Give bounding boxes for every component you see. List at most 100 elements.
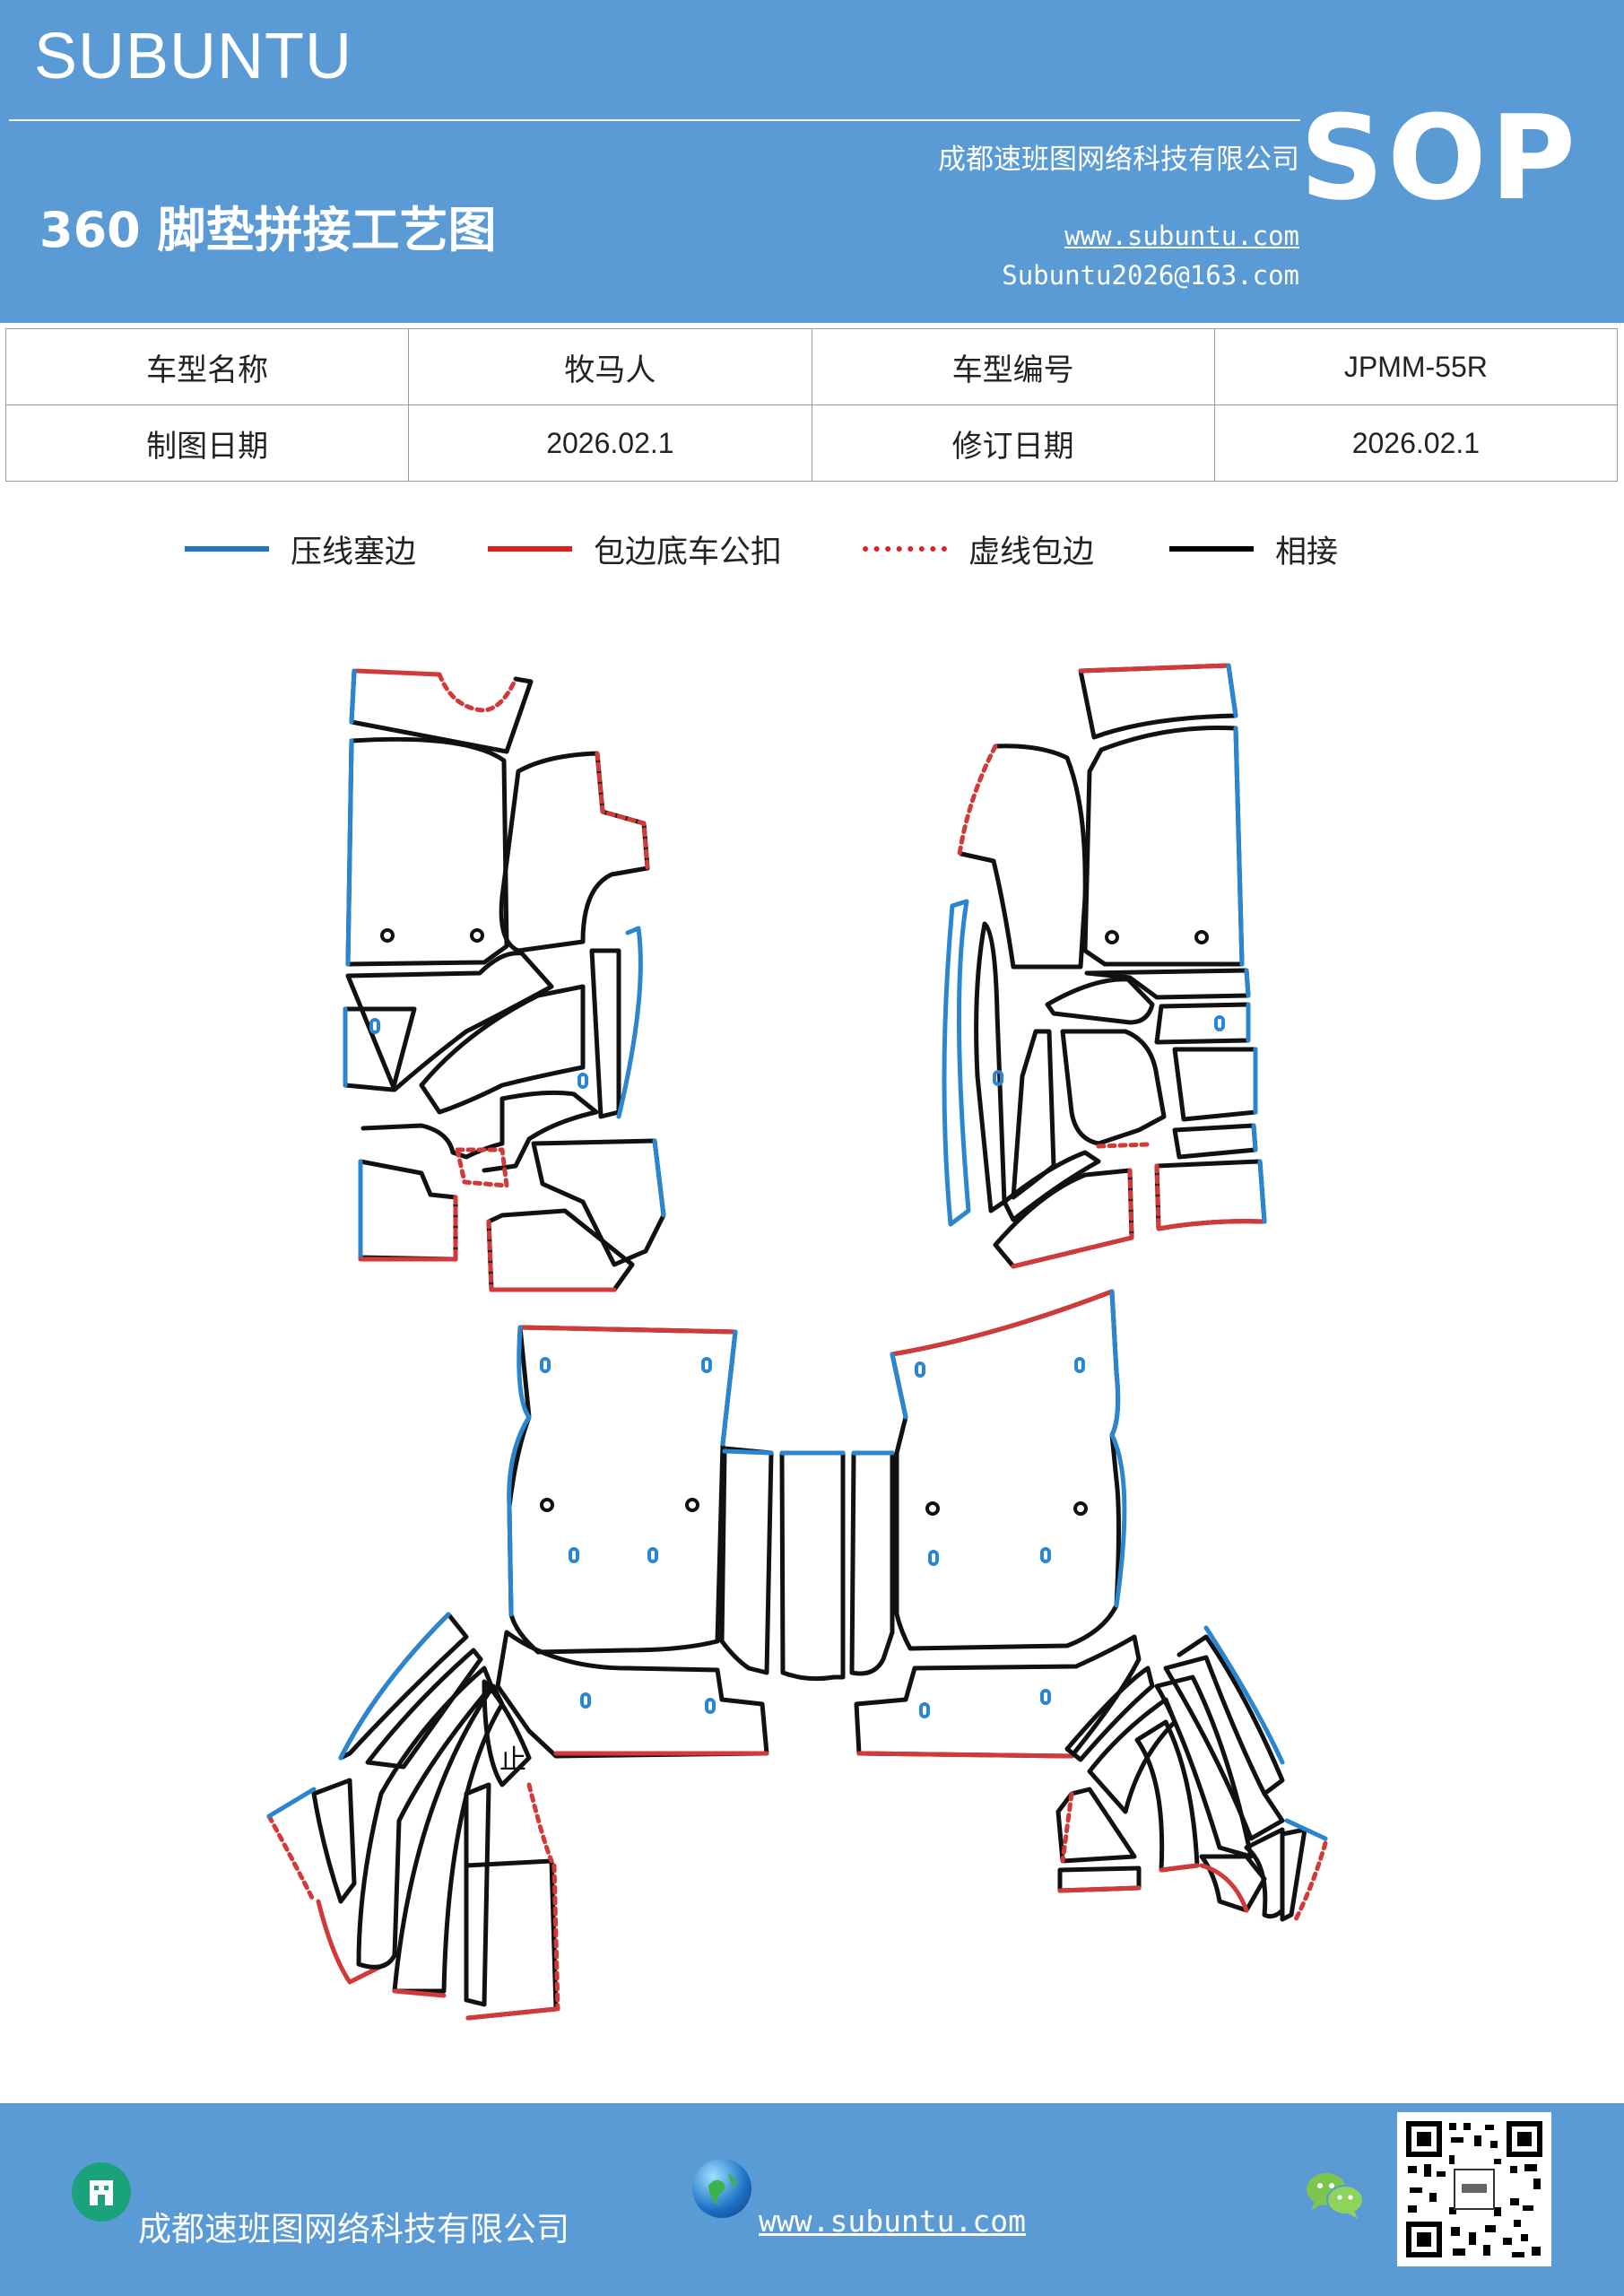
model-code-label: 车型编号 bbox=[811, 328, 1215, 405]
mat-slot bbox=[1040, 1547, 1051, 1563]
mat-edge-press bbox=[1203, 1625, 1285, 1765]
mat-piece bbox=[719, 1446, 774, 1675]
footer-website-link[interactable]: www.subuntu.com bbox=[759, 2204, 1027, 2239]
mat-edge-wrap bbox=[1156, 1219, 1267, 1231]
front-right-mat-group bbox=[942, 663, 1267, 1269]
mat-piece bbox=[849, 1450, 895, 1676]
mat-edge-wrap bbox=[465, 2006, 559, 2021]
mat-piece bbox=[345, 736, 509, 967]
piece-mark: 止 bbox=[499, 1744, 526, 1776]
mat-piece bbox=[1163, 1655, 1285, 1841]
globe-icon bbox=[692, 2159, 751, 2218]
mat-slot bbox=[993, 1070, 1003, 1086]
mat-piece bbox=[779, 1450, 846, 1682]
legend-label: 包边底车公扣 bbox=[594, 534, 783, 570]
building-icon bbox=[72, 2162, 131, 2222]
center-strip-group bbox=[719, 1446, 895, 1682]
mat-edge-dotted bbox=[1154, 1163, 1161, 1231]
mat-slot bbox=[928, 1550, 939, 1566]
mat-edge-dotted bbox=[1096, 1142, 1151, 1149]
legend-item-press: 压线塞边 bbox=[185, 522, 416, 576]
mat-edge-press bbox=[720, 1329, 738, 1447]
mat-piece bbox=[1134, 1719, 1200, 1873]
mat-edge-press bbox=[349, 668, 357, 725]
mat-piece bbox=[464, 1858, 559, 2021]
website-link[interactable]: www.subuntu.com bbox=[1064, 221, 1299, 251]
mat-hole bbox=[1105, 930, 1119, 944]
mat-edge-press bbox=[890, 1352, 908, 1420]
vehicle-info-table: 车型名称 牧马人 车型编号 JPMM-55R 制图日期 2026.02.1 修订… bbox=[4, 328, 1619, 482]
mat-edge-dotted bbox=[437, 672, 518, 713]
legend-item-join: 相接 bbox=[1169, 522, 1338, 576]
mat-edge-press bbox=[266, 1787, 317, 1819]
mat-slot bbox=[540, 1357, 551, 1373]
legend-item-dotted: 虚线包边 bbox=[863, 522, 1094, 576]
qr-code[interactable] bbox=[1397, 2112, 1551, 2266]
legend-swatch-red-dotted bbox=[863, 546, 947, 552]
mat-piece bbox=[360, 1090, 599, 1173]
mat-piece bbox=[358, 1159, 458, 1262]
mat-slot bbox=[369, 1018, 380, 1034]
mat-hole bbox=[925, 1501, 940, 1516]
revise-date-label: 修订日期 bbox=[811, 404, 1215, 482]
mat-edge-wrap bbox=[1078, 663, 1231, 674]
mat-piece bbox=[419, 984, 586, 1115]
mat-piece bbox=[942, 899, 971, 1227]
mat-edge-press bbox=[1284, 1818, 1328, 1841]
mat-slot bbox=[705, 1698, 716, 1714]
model-name-value: 牧马人 bbox=[408, 328, 812, 405]
legend-label: 压线塞边 bbox=[291, 534, 417, 570]
rear-left-mat-group: 止 bbox=[266, 1325, 769, 2021]
mat-piece bbox=[1154, 1159, 1267, 1231]
mat-edge-dotted bbox=[957, 744, 998, 857]
mat-piece bbox=[1060, 1029, 1167, 1146]
mat-piece bbox=[1084, 968, 1251, 1000]
mat-slot bbox=[1040, 1689, 1051, 1705]
mat-edge-wrap bbox=[354, 668, 442, 677]
legend-swatch-red bbox=[488, 546, 572, 552]
footer: 成都速班图网络科技有限公司 www.subuntu.com bbox=[0, 2103, 1624, 2296]
mat-edge-dotted bbox=[1127, 1168, 1134, 1240]
mat-piece bbox=[1045, 977, 1155, 1025]
brand-logo: SUBUNTU bbox=[34, 21, 353, 92]
header-divider bbox=[9, 119, 1300, 121]
legend-swatch-blue bbox=[185, 546, 269, 552]
mat-edge-wrap bbox=[392, 1988, 447, 1998]
mat-piece bbox=[1154, 1002, 1251, 1045]
sop-badge: SOP bbox=[1299, 90, 1579, 226]
header: SUBUNTU SOP 360 脚垫拼接工艺图 成都速班图网络科技有限公司 ww… bbox=[0, 0, 1624, 323]
mat-edge-wrap bbox=[316, 1899, 388, 1985]
mat-piece bbox=[1082, 726, 1245, 967]
mat-edge-wrap bbox=[856, 1751, 1074, 1759]
mat-piece bbox=[356, 1665, 494, 1970]
mat-piece bbox=[1172, 1047, 1258, 1122]
mat-piece bbox=[338, 1612, 469, 1761]
legend-label: 虚线包边 bbox=[968, 534, 1095, 570]
mat-edge-wrap bbox=[1159, 1863, 1200, 1873]
mat-slot bbox=[1074, 1357, 1085, 1373]
mat-edge-dotted bbox=[595, 751, 650, 871]
mat-piece bbox=[486, 1208, 635, 1292]
mat-edge-dotted bbox=[526, 1782, 554, 1864]
mat-hole bbox=[470, 928, 484, 943]
mat-piece bbox=[1280, 1827, 1307, 1922]
revise-date-value: 2026.02.1 bbox=[1213, 404, 1619, 482]
draw-date-value: 2026.02.1 bbox=[408, 404, 812, 482]
mat-hole bbox=[1073, 1501, 1088, 1516]
mat-piece bbox=[616, 926, 643, 1119]
email-address[interactable]: Subuntu2026@163.com bbox=[1002, 260, 1299, 291]
mat-edge-wrap bbox=[1199, 1863, 1249, 1913]
mat-edge-dotted bbox=[551, 1863, 560, 2012]
mat-slot bbox=[915, 1361, 925, 1378]
footer-company-name: 成都速班图网络科技有限公司 bbox=[138, 2210, 569, 2248]
mat-edge-wrap bbox=[1011, 1235, 1134, 1269]
wechat-icon[interactable] bbox=[1302, 2168, 1367, 2222]
mat-piece bbox=[482, 1679, 532, 1787]
company-name: 成都速班图网络科技有限公司 bbox=[938, 144, 1299, 176]
mat-hole bbox=[685, 1498, 699, 1512]
mat-piece bbox=[1064, 1665, 1155, 1762]
mat-edge-wrap bbox=[890, 1289, 1115, 1357]
mat-edge-press bbox=[1257, 1159, 1267, 1224]
mat-edge-press bbox=[345, 738, 354, 967]
mat-edge-press bbox=[1251, 1123, 1258, 1152]
